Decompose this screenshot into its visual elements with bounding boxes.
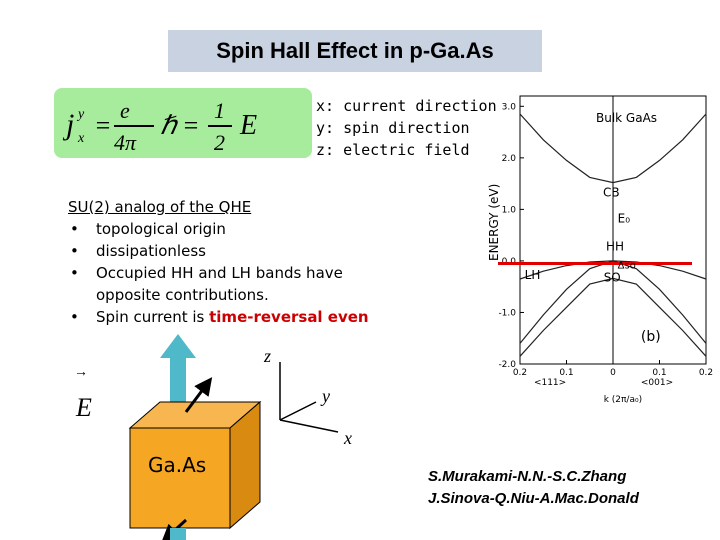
formula-lhs: j [62, 108, 74, 141]
axis-x-line [279, 419, 339, 433]
formula-equals-1: = [94, 111, 112, 140]
chart-xtick-label: 0.2 [699, 368, 713, 378]
chart-ytick-label: -2.0 [498, 360, 516, 370]
formula-frac1-den: 4π [114, 130, 137, 155]
formula-rhs: E [239, 110, 257, 141]
axis-label-y: y [320, 386, 330, 406]
spin-hall-illustration: → E Ga.As z y x [74, 334, 352, 540]
box-front-face [129, 427, 231, 529]
title-banner: Spin Hall Effect in p-Ga.As [168, 30, 542, 72]
formula-frac2-den: 2 [214, 130, 225, 155]
band-label-delta: Δso [618, 261, 636, 272]
credit-line-1: S.Murakami-N.N.-S.C.Zhang [428, 468, 627, 485]
chart-ytick-label: 2.0 [502, 154, 517, 164]
chart-xticks: 0.2 0.1 0 0.1 0.2 [513, 360, 713, 378]
band-label-e0: E₀ [618, 211, 631, 225]
field-arrow-glyph: → [74, 365, 88, 380]
credit-line-2: J.Sinova-Q.Niu-A.Mac.Donald [428, 490, 639, 507]
credits: S.Murakami-N.N.-S.C.Zhang J.Sinova-Q.Niu… [428, 466, 639, 510]
su2-bullet-4-prefix: Spin current is [96, 308, 210, 326]
axis-label-x: x [343, 428, 352, 448]
su2-bullet-3: Occupied HH and LH bands have opposite c… [68, 262, 408, 306]
chart-ytick-label: 1.0 [502, 205, 517, 215]
chart-xtick-label: 0.1 [652, 368, 666, 378]
band-structure-chart: ENERGY (eV) Bulk GaAs 3.0 2.0 1.0 0.0 -1.0 -2… [487, 95, 713, 405]
axis-label-z: z [263, 346, 271, 366]
axis-y-line [279, 401, 317, 421]
band-label-cb: CB [603, 186, 620, 200]
su2-bullet-4-emphasis: time-reversal even [209, 308, 369, 326]
spin-arrow-up-head [160, 334, 196, 358]
formula-frac1-num: e [120, 98, 130, 123]
chart-xtick-label: 0 [610, 368, 616, 378]
axis-legend-x: x: current direction [316, 97, 497, 115]
chart-ylabel: ENERGY (eV) [487, 184, 501, 261]
su2-bullet-list: topological origin dissipationless Occup… [68, 218, 408, 328]
axis-legend-z: z: electric field [316, 141, 470, 159]
chart-title: Bulk GaAs [596, 111, 657, 125]
chart-ytick-label: 0.0 [502, 257, 517, 267]
chart-ytick-label: 3.0 [502, 102, 517, 112]
chart-xtick-label: 0.1 [559, 368, 573, 378]
band-label-lh: LH [525, 268, 541, 282]
band-label-so: SO [604, 271, 621, 285]
formula-equals-2: = [182, 111, 200, 140]
chart-band-lines [519, 113, 707, 357]
formula-lhs-sub: x [77, 131, 85, 146]
direction-label-001: <001> [641, 378, 673, 388]
formula-box: j x y = e 4π ℏ = 1 2 E [54, 88, 312, 158]
su2-section: SU(2) analog of the QHE topological orig… [68, 196, 408, 328]
axis-legend-y: y: spin direction [316, 119, 470, 137]
chart-xtick-label: 0.2 [513, 368, 527, 378]
chart-panel-label: (b) [641, 329, 661, 345]
chart-xlabel: k (2π/a₀) [604, 395, 642, 405]
formula-lhs-sup: y [76, 107, 85, 122]
band-label-hh: HH [606, 240, 624, 254]
su2-bullet-2: dissipationless [68, 240, 408, 262]
slide-title: Spin Hall Effect in p-Ga.As [216, 38, 494, 63]
chart-yticks: 3.0 2.0 1.0 0.0 -1.0 -2.0 [498, 102, 524, 370]
su2-bullet-1: topological origin [68, 218, 408, 240]
spin-arrow-upper-black [184, 377, 213, 413]
direction-label-111: <111> [534, 378, 566, 388]
band-line-lh [519, 260, 707, 344]
formula-svg: j x y = e 4π ℏ = 1 2 E [62, 98, 257, 155]
su2-bullet-4: Spin current is time-reversal even [68, 306, 408, 328]
chart-ytick-label: -1.0 [498, 308, 516, 318]
su2-heading: SU(2) analog of the QHE [68, 198, 252, 216]
band-line-so [519, 277, 707, 357]
band-line-cb [519, 113, 707, 184]
formula-hbar: ℏ [160, 111, 179, 140]
formula-frac2-num: 1 [214, 98, 225, 123]
axis-legend: x: current direction y: spin direction z… [316, 95, 497, 161]
field-label: E [75, 393, 92, 422]
box-label: Ga.As [148, 453, 206, 477]
